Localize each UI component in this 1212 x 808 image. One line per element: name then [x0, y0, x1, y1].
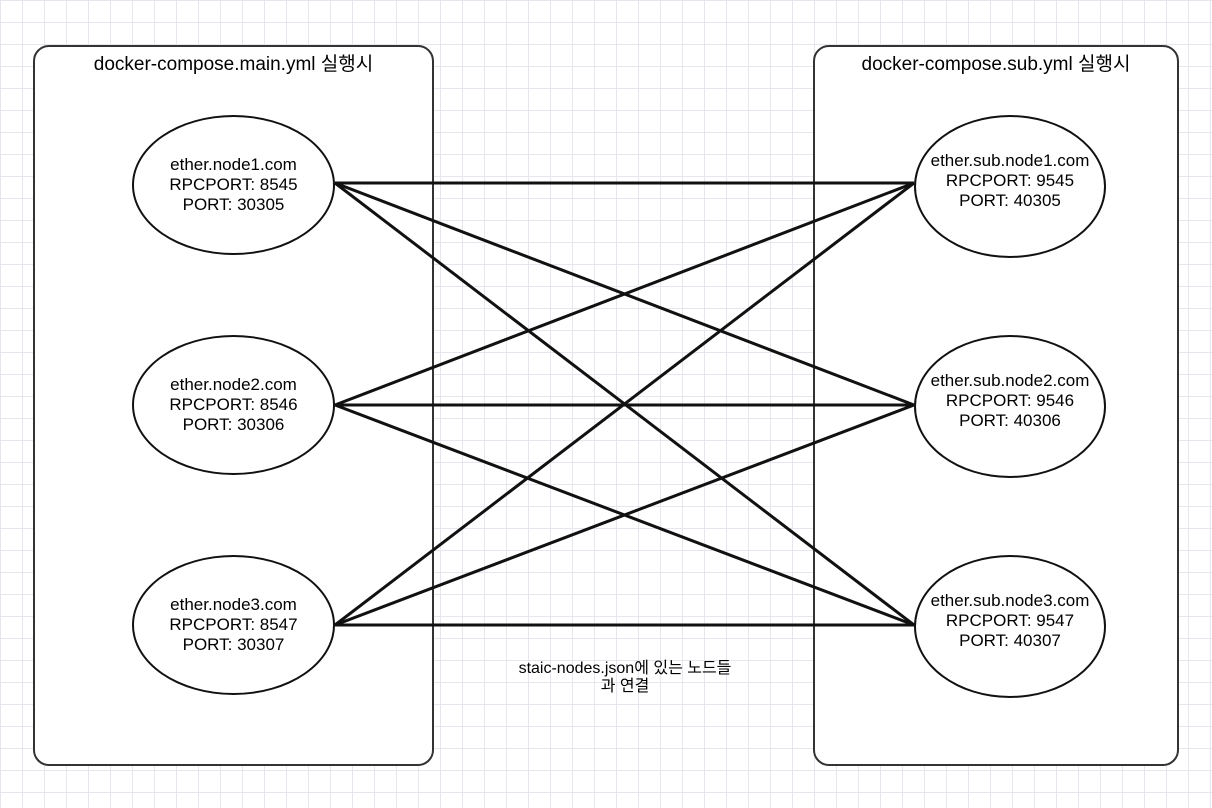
- annotation-line-2: 과 연결: [600, 678, 650, 695]
- node-port: PORT: 30306: [182, 415, 285, 434]
- main-group-title: docker-compose.main.yml 실행시: [93, 54, 374, 75]
- node-port: PORT: 40306: [959, 410, 1061, 430]
- node-port: PORT: 40307: [959, 630, 1061, 650]
- node-rpcport: RPCPORT: 9545: [945, 170, 1075, 190]
- node-port: PORT: 30307: [182, 635, 285, 654]
- node-port: PORT: 40305: [959, 190, 1061, 210]
- connection-main2-sub1: [334, 181, 915, 407]
- node-rpcport: RPCPORT: 8545: [169, 175, 298, 194]
- node-rpcport: RPCPORT: 8546: [169, 395, 298, 414]
- node-rpcport: RPCPORT: 9547: [945, 610, 1075, 630]
- node-rpcport: RPCPORT: 8547: [169, 615, 298, 634]
- main-node-1: ether.node1.com RPCPORT: 8545 PORT: 3030…: [132, 115, 335, 255]
- main-node-2: ether.node2.com RPCPORT: 8546 PORT: 3030…: [132, 335, 335, 475]
- node-host: ether.node1.com: [170, 155, 297, 174]
- connection-annotation: staic-nodes.json에 있는 노드들 과 연결: [470, 660, 780, 696]
- connection-main3-sub1: [334, 181, 915, 627]
- main-node-3: ether.node3.com RPCPORT: 8547 PORT: 3030…: [132, 555, 335, 695]
- sub-node-2: ether.sub.node2.com RPCPORT: 9546 PORT: …: [914, 335, 1106, 478]
- sub-group-title: docker-compose.sub.yml 실행시: [861, 54, 1131, 75]
- connection-main3-sub2: [334, 403, 915, 627]
- node-host: ether.node2.com: [170, 375, 297, 394]
- node-port: PORT: 30305: [182, 195, 285, 214]
- node-host: ether.node3.com: [170, 595, 297, 614]
- sub-node-3: ether.sub.node3.com RPCPORT: 9547 PORT: …: [914, 555, 1106, 698]
- node-host: ether.sub.node1.com: [930, 150, 1090, 170]
- node-host: ether.sub.node2.com: [930, 370, 1090, 390]
- node-rpcport: RPCPORT: 9546: [945, 390, 1075, 410]
- node-host: ether.sub.node3.com: [930, 590, 1090, 610]
- sub-node-1: ether.sub.node1.com RPCPORT: 9545 PORT: …: [914, 115, 1106, 258]
- annotation-line-1: staic-nodes.json에 있는 노드들: [518, 660, 732, 677]
